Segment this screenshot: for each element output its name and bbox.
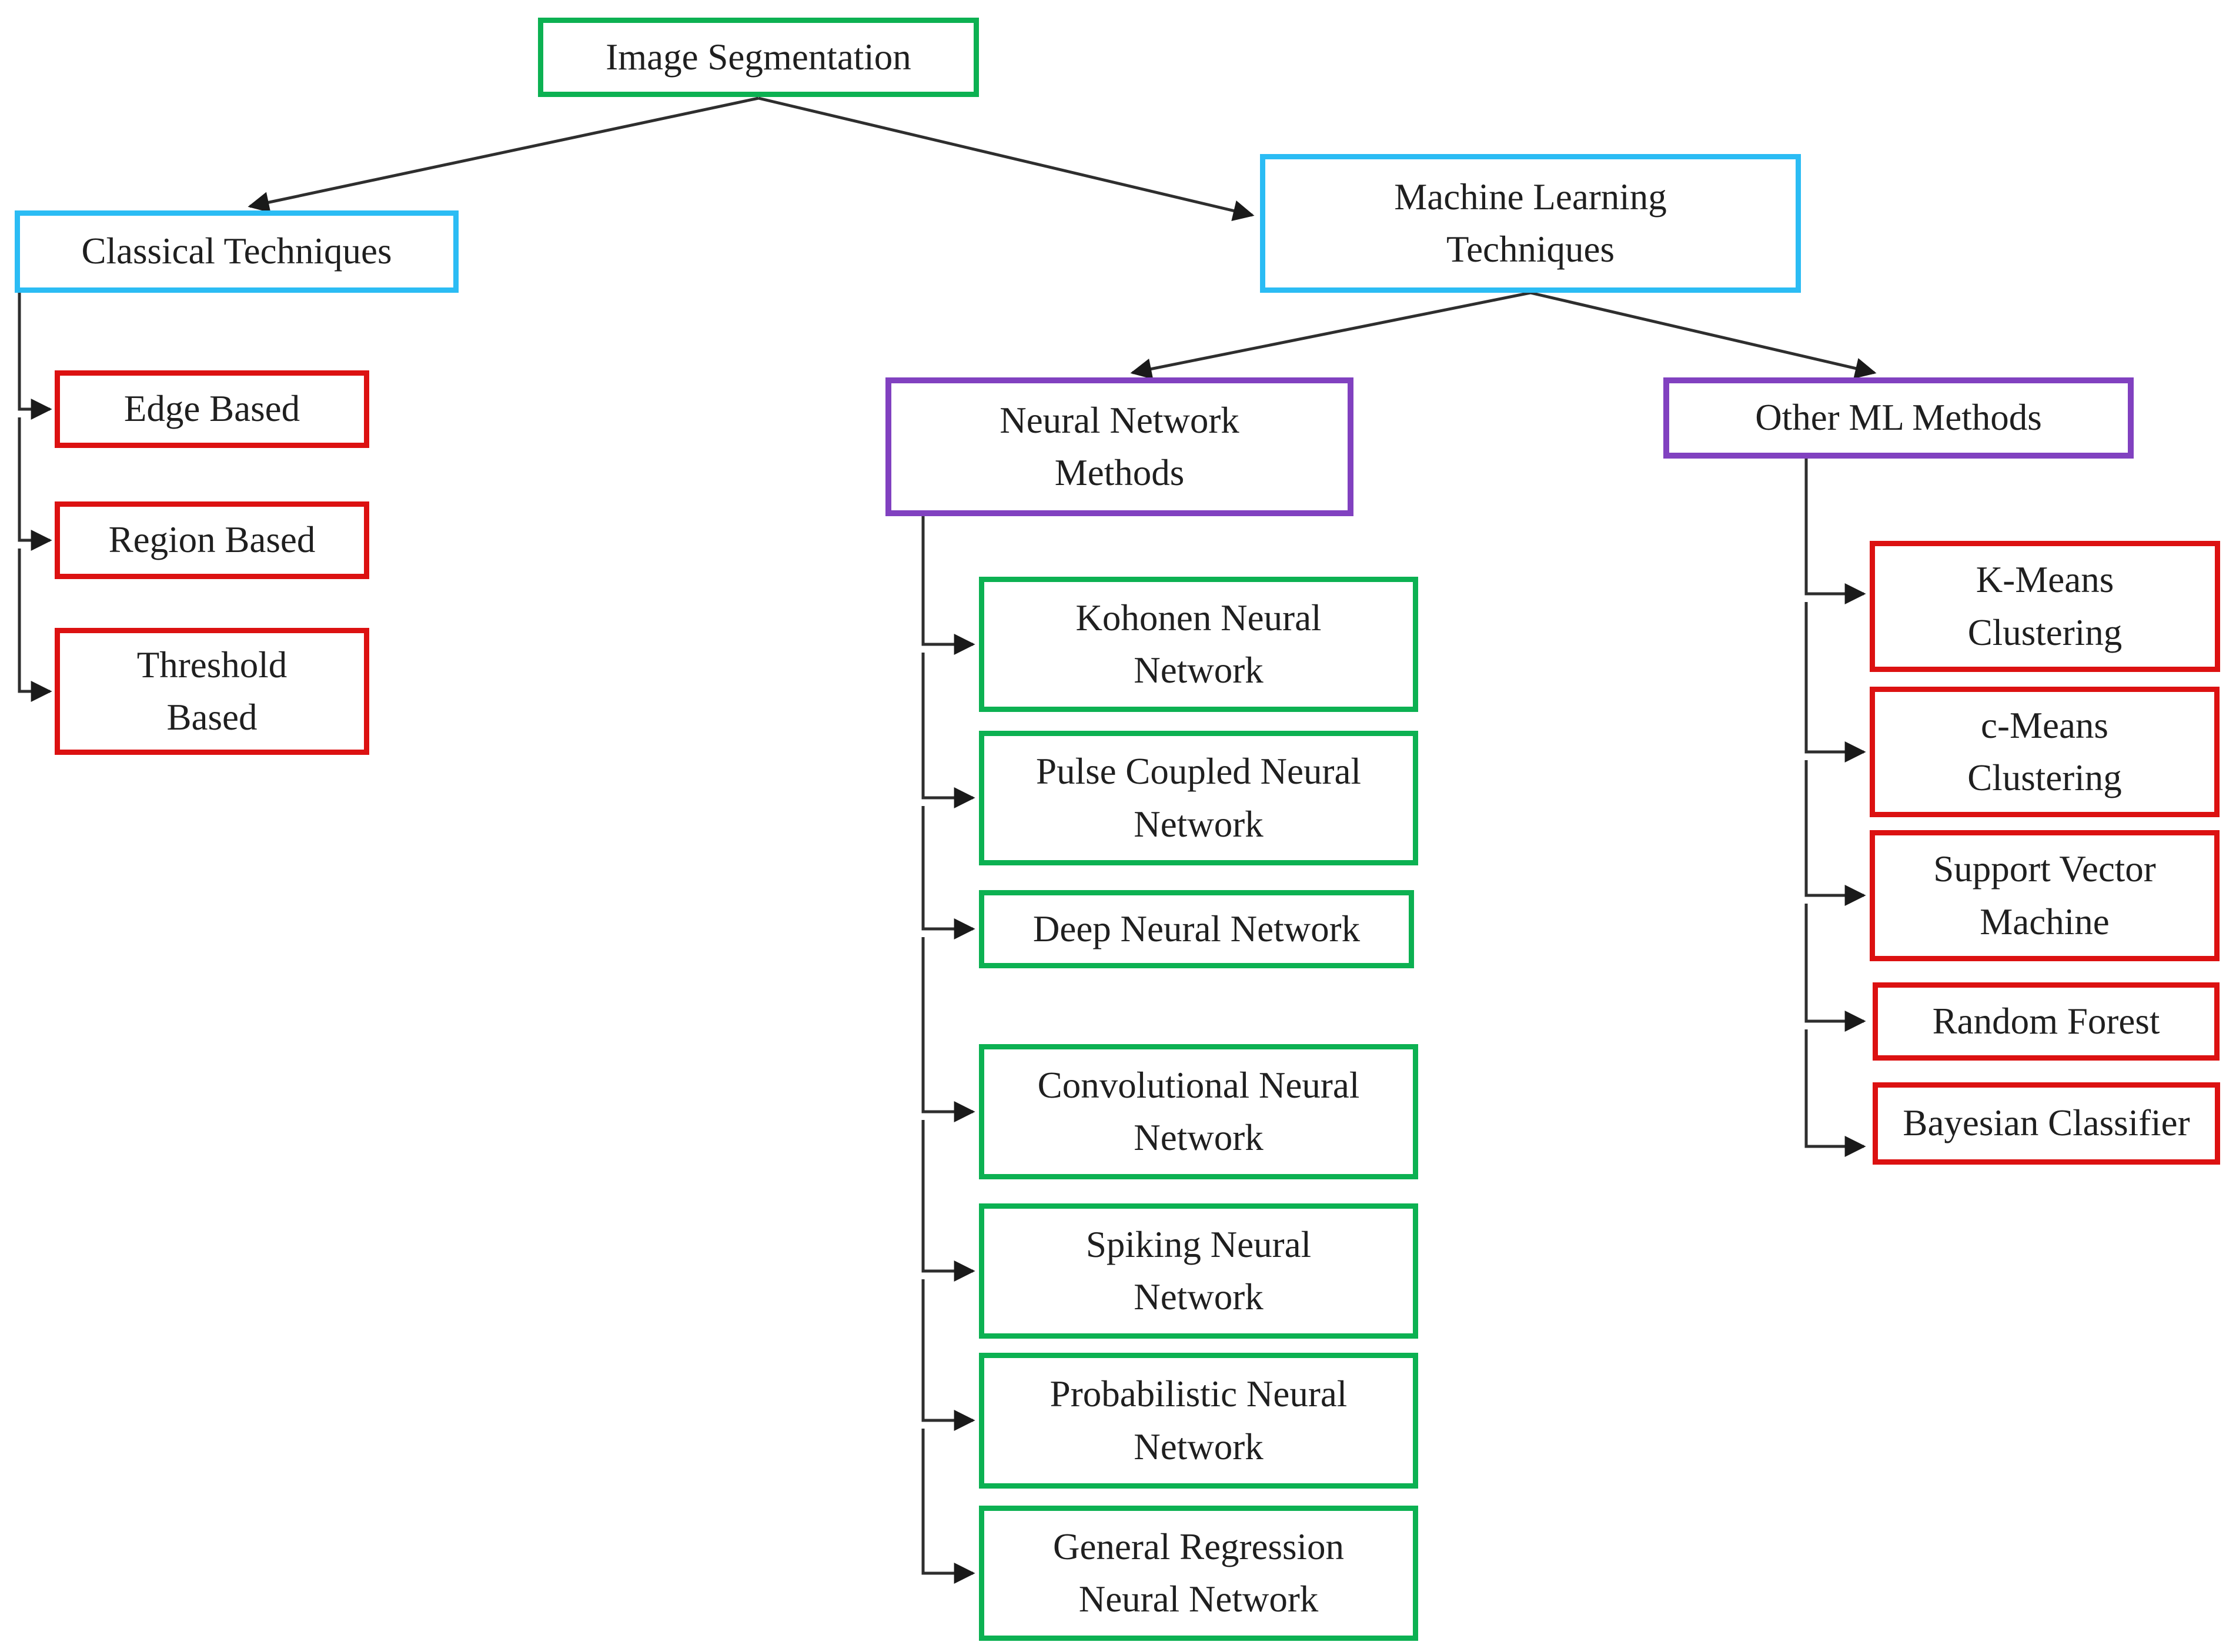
- connector-nn-to-cnn: [921, 937, 975, 1122]
- node-spiking-neural-network: Spiking Neural Network: [979, 1203, 1418, 1339]
- node-label: General Regression Neural Network: [1052, 1526, 1345, 1620]
- node-c-means-clustering: c-Means Clustering: [1870, 687, 2220, 817]
- connector-other-to-rf: [1804, 904, 1866, 1032]
- node-label: Support Vector Machine: [1933, 848, 2156, 942]
- connector-nn-to-pulse: [921, 653, 975, 808]
- node-deep-neural-network: Deep Neural Network: [979, 890, 1414, 968]
- node-random-forest: Random Forest: [1873, 982, 2220, 1061]
- node-label: Machine Learning Techniques: [1394, 176, 1667, 270]
- node-label: Kohonen Neural Network: [1075, 597, 1322, 691]
- node-label: Region Based: [108, 519, 316, 561]
- node-support-vector-machine: Support Vector Machine: [1870, 830, 2220, 961]
- node-image-segmentation: Image Segmentation: [538, 18, 979, 97]
- node-other-ml-methods: Other ML Methods: [1663, 377, 2134, 459]
- node-label: c-Means Clustering: [1967, 704, 2122, 798]
- node-kohonen-neural-network: Kohonen Neural Network: [979, 577, 1418, 712]
- node-k-means-clustering: K-Means Clustering: [1870, 541, 2220, 672]
- node-bayesian-classifier: Bayesian Classifier: [1873, 1082, 2220, 1165]
- node-probabilistic-neural-network: Probabilistic Neural Network: [979, 1353, 1418, 1489]
- node-threshold-based: Threshold Based: [55, 628, 369, 755]
- node-label: Classical Techniques: [81, 230, 392, 272]
- connector-classical-to-edge: [18, 293, 52, 420]
- node-edge-based: Edge Based: [55, 370, 369, 448]
- node-label: Image Segmentation: [606, 36, 911, 78]
- node-region-based: Region Based: [55, 501, 369, 579]
- connector-nn-to-kohonen: [921, 516, 975, 655]
- node-label: K-Means Clustering: [1967, 559, 2123, 653]
- node-label: Pulse Coupled Neural Network: [1036, 751, 1361, 845]
- node-classical-techniques: Classical Techniques: [15, 210, 459, 293]
- node-pulse-coupled-neural-network: Pulse Coupled Neural Network: [979, 731, 1418, 865]
- node-label: Spiking Neural Network: [1085, 1223, 1312, 1317]
- connector-nn-to-grnn: [921, 1429, 975, 1584]
- connector-nn-to-snn: [921, 1120, 975, 1282]
- connector-root-to-classical: [248, 96, 759, 213]
- node-general-regression-neural-network: General Regression Neural Network: [979, 1506, 1418, 1641]
- connector-other-to-kmeans: [1804, 459, 1866, 604]
- node-convolutional-neural-network: Convolutional Neural Network: [979, 1044, 1418, 1179]
- connector-ml-to-other: [1530, 291, 1877, 379]
- connector-classical-to-region: [18, 417, 52, 551]
- node-machine-learning-techniques: Machine Learning Techniques: [1260, 154, 1801, 293]
- node-label: Threshold Based: [136, 644, 288, 738]
- node-label: Neural Network Methods: [1000, 399, 1239, 493]
- connector-ml-to-nn: [1130, 291, 1531, 380]
- connector-nn-to-deep: [921, 806, 975, 939]
- connector-classical-to-threshold: [18, 549, 52, 702]
- connector-root-to-ml: [758, 96, 1255, 222]
- node-label: Other ML Methods: [1755, 397, 2042, 439]
- node-label: Deep Neural Network: [1032, 908, 1361, 949]
- node-neural-network-methods: Neural Network Methods: [885, 377, 1353, 516]
- connector-other-to-cmeans: [1804, 602, 1866, 763]
- node-label: Random Forest: [1932, 1000, 2160, 1042]
- node-label: Edge Based: [123, 388, 300, 430]
- node-label: Bayesian Classifier: [1903, 1102, 2190, 1144]
- node-label: Convolutional Neural Network: [1037, 1064, 1360, 1158]
- connector-other-to-svm: [1804, 760, 1866, 906]
- node-label: Probabilistic Neural Network: [1050, 1373, 1348, 1467]
- connector-nn-to-pnn: [921, 1279, 975, 1431]
- connector-other-to-bayes: [1804, 1029, 1866, 1157]
